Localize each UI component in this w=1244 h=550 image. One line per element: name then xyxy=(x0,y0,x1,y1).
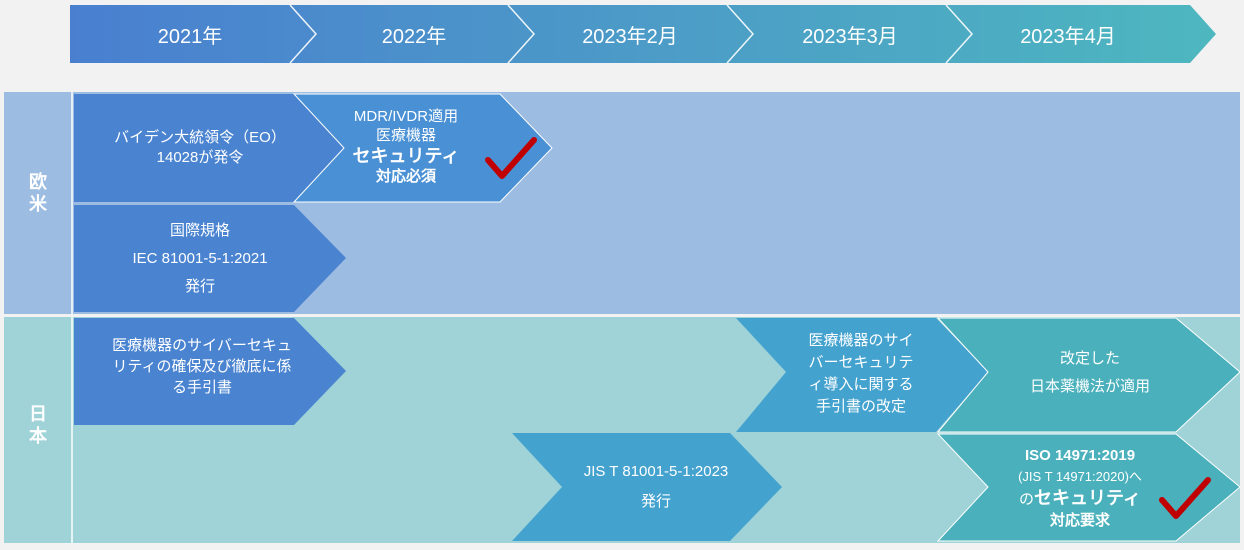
iec-line: IEC 81001-5-1:2021 xyxy=(132,250,268,267)
guide-rev-text: 医療機器のサイ バーセキュリテ ィ導入に関する 手引書の改定 xyxy=(786,326,936,422)
eo-order-text: バイデン大統領令（EO） 14028が発令 xyxy=(80,110,320,186)
jis-line: JIS T 81001-5-1:2023 xyxy=(583,463,729,480)
pmd-act-line: 日本薬機法が適用 xyxy=(1029,378,1150,395)
iso-requirement: 対応要求 xyxy=(1049,512,1110,529)
eo-order-line: バイデン大統領令（EO） xyxy=(114,129,286,146)
guide-rev-line: 手引書の改定 xyxy=(815,398,906,415)
iso-no: の xyxy=(1019,491,1035,508)
mdr-ivdr-text: MDR/IVDR適用 医療機器 セキュリティ 対応必須 xyxy=(336,98,476,194)
iso-line: ISO 14971:2019 xyxy=(1024,447,1136,464)
iso-security-line: のセキュリティ xyxy=(1019,487,1141,510)
mdr-ivdr-box xyxy=(292,93,553,203)
mdr-ivdr-required: 対応必須 xyxy=(375,167,436,185)
timeline-band xyxy=(70,5,1216,63)
guide-rev-line: ィ導入に関する xyxy=(808,376,914,393)
iec-line: 国際規格 xyxy=(169,222,230,239)
jis-box xyxy=(512,433,782,541)
mdr-ivdr-line: 医療機器 xyxy=(375,126,436,144)
eo-order-line: 14028が発令 xyxy=(156,149,244,166)
guide-rev-line: 医療機器のサイ xyxy=(808,332,914,349)
region-label-japan: 日本 xyxy=(27,404,47,448)
check-icon xyxy=(485,137,537,179)
guide-rev-line: バーセキュリテ xyxy=(808,354,914,371)
iec-line: 発行 xyxy=(184,278,215,295)
mdr-ivdr-security: セキュリティ xyxy=(352,145,460,166)
jis-text: JIS T 81001-5-1:2023 発行 xyxy=(556,448,756,526)
iec-text: 国際規格 IEC 81001-5-1:2021 発行 xyxy=(80,214,320,304)
pmd-act-line: 改定した xyxy=(1059,350,1120,367)
check-icon xyxy=(1159,477,1211,519)
mdr-ivdr-line: MDR/IVDR適用 xyxy=(353,107,459,125)
iso-security: セキュリティ xyxy=(1034,488,1141,508)
guide-rev-box xyxy=(736,318,988,432)
iso-box xyxy=(936,433,1241,542)
guide-jp-line: 医療機器のサイバーセキュ xyxy=(112,336,292,354)
timeline-separators xyxy=(289,4,974,64)
guide-jp-box xyxy=(74,318,346,425)
pmd-act-text: 改定した 日本薬機法が適用 xyxy=(990,338,1190,408)
pmd-act-box xyxy=(936,317,1241,433)
eo-order-box xyxy=(74,94,344,202)
region-label-western: 欧米 xyxy=(27,172,47,216)
guide-jp-line: る手引書 xyxy=(171,378,232,396)
guide-jp-line: リティの確保及び徹底に係 xyxy=(112,357,292,375)
jis-line: 発行 xyxy=(640,493,671,510)
guide-jp-text: 医療機器のサイバーセキュ リティの確保及び徹底に係 る手引書 xyxy=(82,328,322,404)
iec-box xyxy=(74,205,346,312)
iso-text: ISO 14971:2019 (JIS T 14971:2020)へ のセキュリ… xyxy=(980,438,1180,538)
iso-line: (JIS T 14971:2020)へ xyxy=(1018,469,1142,484)
